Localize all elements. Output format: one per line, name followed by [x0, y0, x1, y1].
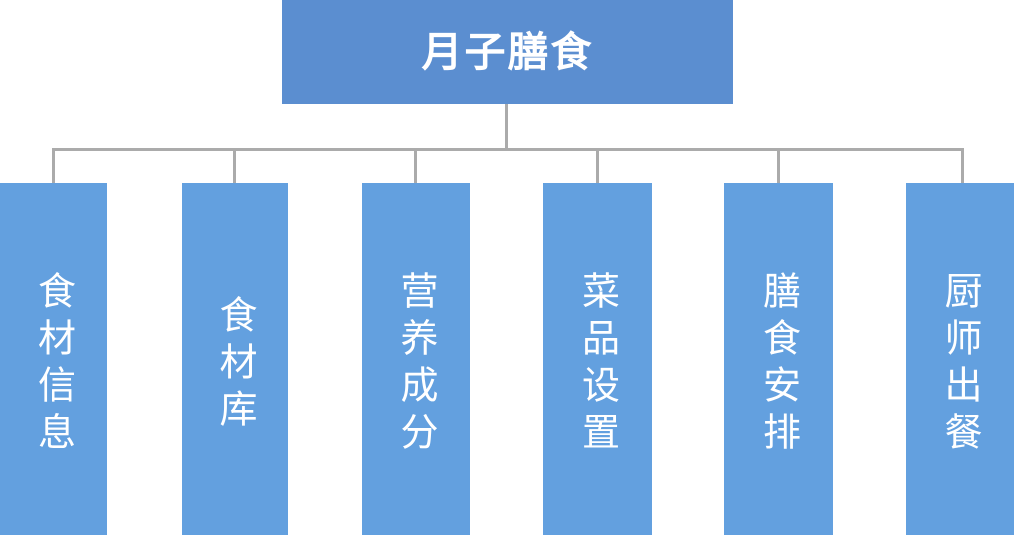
child-node-label: 食材信息	[31, 271, 76, 459]
child-node-label: 菜品设置	[575, 271, 620, 459]
child-node-caipin-shezhi[interactable]: 菜品设置	[543, 183, 652, 535]
connector-drop-1	[52, 148, 55, 183]
child-node-label: 膳食安排	[756, 271, 801, 459]
root-node-label: 月子膳食	[421, 27, 594, 76]
connector-drop-2	[233, 148, 236, 183]
connector-horizontal-bus	[53, 148, 964, 151]
child-node-label: 营养成分	[394, 271, 438, 459]
connector-drop-6	[961, 148, 964, 183]
child-node-label: 厨师出餐	[938, 271, 982, 459]
child-node-shicai-ku[interactable]: 食材库	[182, 183, 288, 535]
root-node[interactable]: 月子膳食	[282, 0, 733, 104]
child-node-shicai-xinxi[interactable]: 食材信息	[0, 183, 107, 535]
child-node-yingyang-chengfen[interactable]: 营养成分	[362, 183, 470, 535]
connector-drop-5	[777, 148, 780, 183]
connector-drop-3	[414, 148, 417, 183]
child-node-chushi-chucan[interactable]: 厨师出餐	[906, 183, 1014, 535]
child-node-shanshi-anpai[interactable]: 膳食安排	[724, 183, 833, 535]
child-node-label: 食材库	[213, 295, 257, 436]
connector-drop-4	[596, 148, 599, 183]
connector-root-stem	[505, 104, 508, 151]
